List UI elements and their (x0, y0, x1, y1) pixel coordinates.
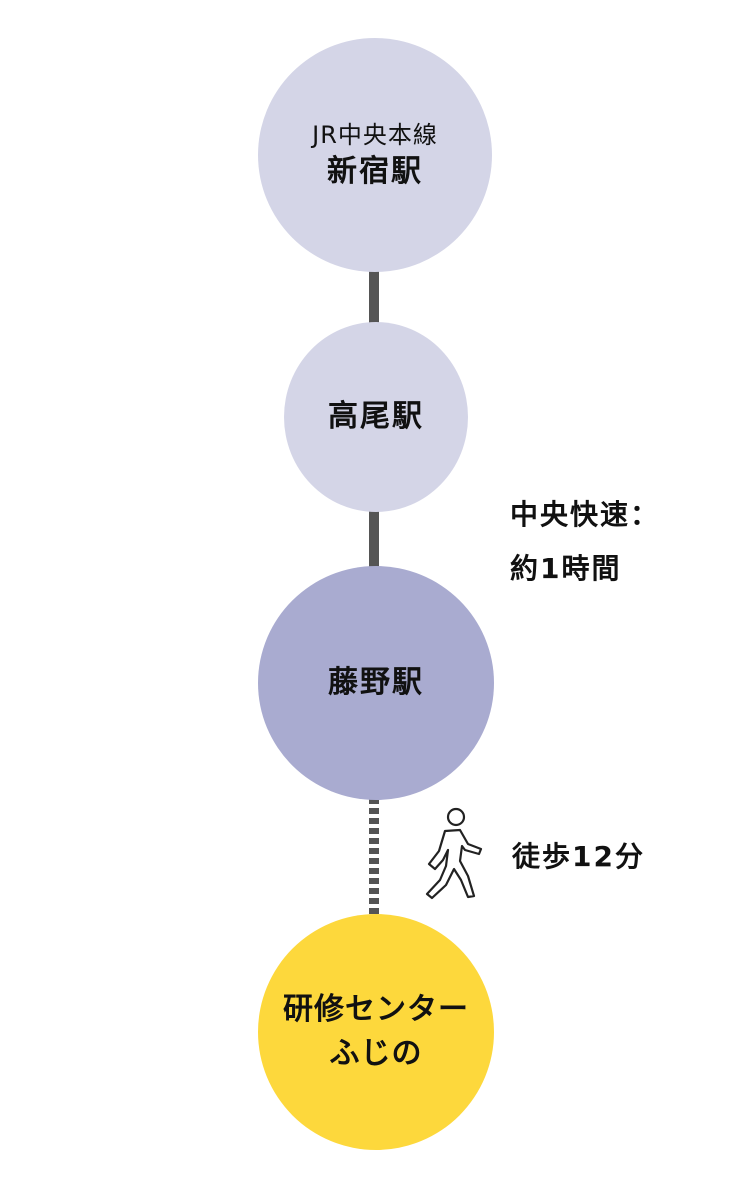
destination-name-line-1: 研修センター (283, 992, 469, 1027)
connector-shinjuku-takao (369, 268, 379, 324)
station-fujino: 藤野駅 (258, 566, 494, 800)
station-shinjuku: JR中央本線 新宿駅 (258, 38, 492, 272)
station-name-shinjuku: 新宿駅 (327, 154, 423, 189)
destination-training-center: 研修センター ふじの (258, 914, 494, 1150)
station-name-takao: 高尾駅 (328, 399, 424, 434)
connector-takao-fujino (369, 508, 379, 568)
walk-duration-label: 徒歩12分 (512, 840, 645, 873)
destination-name-line-2: ふじの (329, 1036, 423, 1071)
station-name-fujino: 藤野駅 (328, 665, 424, 700)
train-duration-label: 中央快速： 約1時間 (510, 488, 660, 596)
station-takao: 高尾駅 (284, 322, 468, 512)
train-type: 中央快速： (510, 498, 661, 531)
line-name: JR中央本線 (312, 121, 438, 149)
connector-walk-dotted (369, 798, 379, 916)
train-duration: 約1時間 (510, 552, 622, 585)
walking-person-icon (425, 807, 483, 900)
